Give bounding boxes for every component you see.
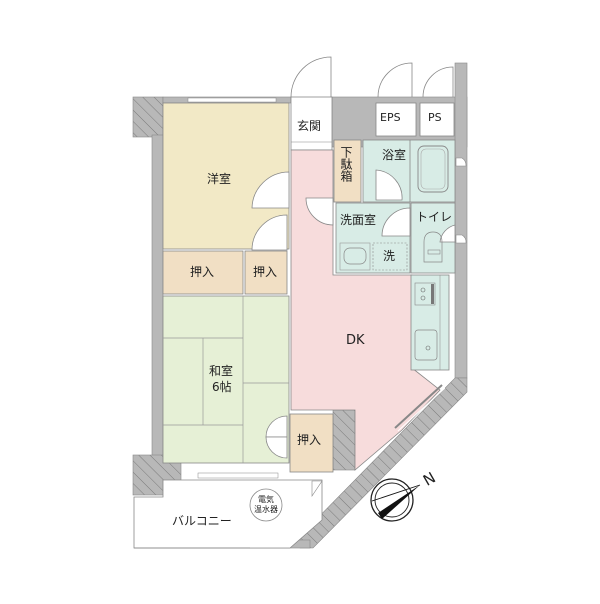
western-room-label: 洋室 <box>207 172 232 186</box>
toilet-label: トイレ <box>416 210 453 224</box>
closet-3-label: 押入 <box>297 433 322 447</box>
dk-label: DK <box>346 333 365 348</box>
japanese-room-label: 和室 <box>209 364 234 378</box>
bathroom-label: 浴室 <box>382 148 407 162</box>
closet-1-label: 押入 <box>190 265 215 279</box>
shoe-box-label: 下駄箱 <box>339 146 353 182</box>
water-heater-label-1: 電気 <box>258 495 274 504</box>
compass-icon <box>370 478 421 522</box>
washer-label: 洗 <box>383 249 396 263</box>
balcony-label: バルコニー <box>172 514 232 528</box>
eps-label: EPS <box>380 111 401 124</box>
ps-label: PS <box>428 111 442 124</box>
washroom-label: 洗面室 <box>340 213 377 227</box>
closet-2-label: 押入 <box>253 265 278 279</box>
japanese-room-size: 6帖 <box>212 380 232 394</box>
entrance-label: 玄関 <box>297 119 322 133</box>
water-heater-label-2: 温水器 <box>254 505 278 514</box>
